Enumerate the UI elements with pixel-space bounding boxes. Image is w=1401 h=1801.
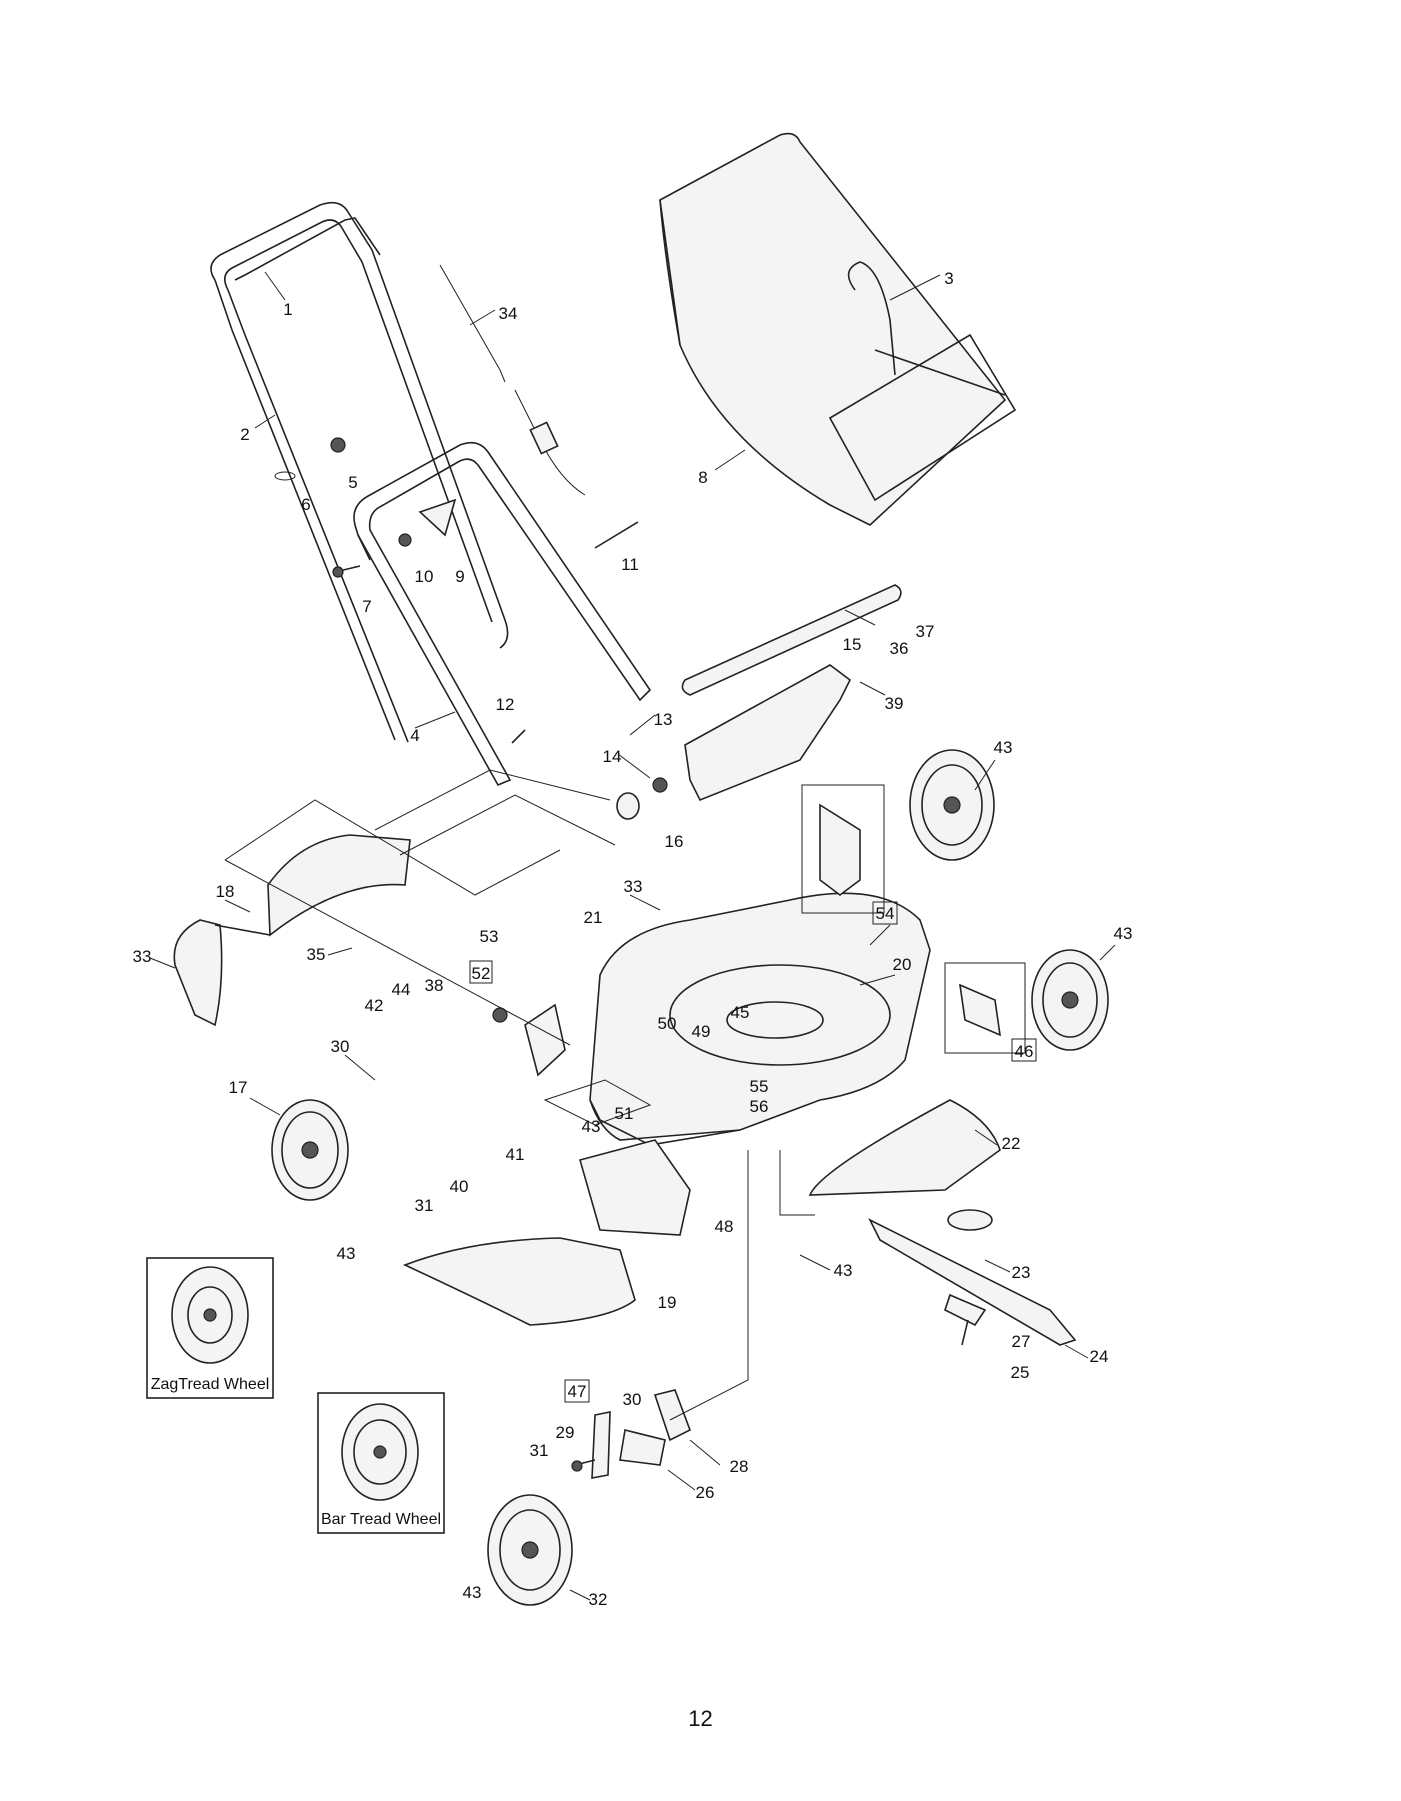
- callout: 30: [331, 1037, 350, 1056]
- page-number: 12: [0, 1706, 1401, 1732]
- callout: 10: [415, 567, 434, 586]
- callout: 45: [731, 1003, 750, 1022]
- rear-door: [617, 665, 850, 819]
- callout: 1: [283, 300, 292, 319]
- side-discharge-chute: [405, 1238, 635, 1325]
- callout: 29: [556, 1423, 575, 1442]
- callout: 13: [654, 710, 673, 729]
- callout: 43: [994, 738, 1013, 757]
- callout: 46: [1015, 1042, 1034, 1061]
- callout: 52: [472, 964, 491, 983]
- wheel-front-left: [272, 1100, 348, 1200]
- height-adjuster-front: [493, 1005, 565, 1075]
- grass-bag: [660, 134, 1015, 525]
- upper-handle: [211, 203, 508, 742]
- callout: 12: [496, 695, 515, 714]
- callout: 55: [750, 1077, 769, 1096]
- hinge-rod: [682, 585, 900, 695]
- callout: 49: [692, 1022, 711, 1041]
- callout: 35: [307, 945, 326, 964]
- callout: 40: [450, 1177, 469, 1196]
- callout: 36: [890, 639, 909, 658]
- callout: 43: [834, 1261, 853, 1280]
- callout: 43: [463, 1583, 482, 1602]
- callout: 42: [365, 996, 384, 1015]
- blade-assembly: [870, 1210, 1075, 1345]
- callout: 37: [916, 622, 935, 641]
- callout: 20: [893, 955, 912, 974]
- callout: 31: [415, 1196, 434, 1215]
- callout: 28: [730, 1457, 749, 1476]
- callout: 32: [589, 1590, 608, 1609]
- callout: 43: [582, 1117, 601, 1136]
- callout: 3: [944, 269, 953, 288]
- inset-bartread-caption: Bar Tread Wheel: [321, 1511, 441, 1528]
- wheel-bottom: [488, 1495, 572, 1605]
- callout: 18: [216, 882, 235, 901]
- callout: 54: [876, 904, 895, 923]
- callout: 44: [392, 980, 411, 999]
- wheel-right-2: [1032, 950, 1108, 1050]
- callout: 27: [1012, 1332, 1031, 1351]
- mulch-plug: [580, 1140, 690, 1235]
- callout: 51: [615, 1104, 634, 1123]
- callout: 15: [843, 635, 862, 654]
- deck-baffle: [810, 1100, 1000, 1195]
- wheel-rear-right: [910, 750, 994, 860]
- callout: 39: [885, 694, 904, 713]
- callout: 38: [425, 976, 444, 995]
- callout: 11: [621, 555, 639, 574]
- callout: 41: [506, 1145, 525, 1164]
- callout: 8: [698, 468, 707, 487]
- callout: 43: [337, 1244, 356, 1263]
- callout: 9: [455, 567, 464, 586]
- callout: 6: [301, 495, 310, 514]
- callout: 25: [1011, 1363, 1030, 1382]
- callout: 30: [623, 1390, 642, 1409]
- inset-bartread: Bar Tread Wheel: [318, 1393, 444, 1533]
- callout: 19: [658, 1293, 677, 1312]
- callout: 2: [240, 425, 249, 444]
- callout: 43: [1114, 924, 1133, 943]
- callout: 7: [362, 597, 371, 616]
- callout: 48: [715, 1217, 734, 1236]
- callout: 47: [568, 1382, 587, 1401]
- callout: 53: [480, 927, 499, 946]
- callout: 56: [750, 1097, 769, 1116]
- callout: 23: [1012, 1263, 1031, 1282]
- callout: 17: [229, 1078, 248, 1097]
- callout: 21: [584, 908, 603, 927]
- callout: 26: [696, 1483, 715, 1502]
- callout: 14: [603, 747, 622, 766]
- callout: 22: [1002, 1134, 1021, 1153]
- callout: 16: [665, 832, 684, 851]
- callout: 31: [530, 1441, 549, 1460]
- callout: 33: [133, 947, 152, 966]
- callout: 5: [348, 473, 357, 492]
- inset-zagtread-caption: ZagTread Wheel: [151, 1376, 270, 1393]
- callout: 24: [1090, 1347, 1109, 1366]
- callout: 33: [624, 877, 643, 896]
- callout: 50: [658, 1014, 677, 1033]
- callout: 34: [499, 304, 518, 323]
- inset-zagtread: ZagTread Wheel: [147, 1258, 273, 1398]
- callout: 4: [410, 726, 419, 745]
